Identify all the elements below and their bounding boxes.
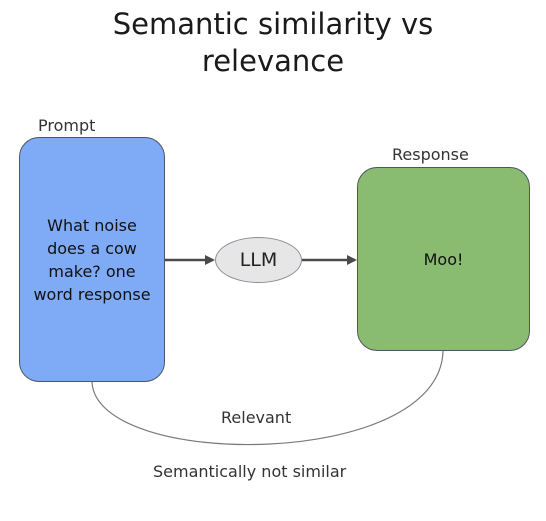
relevance-arc <box>91 350 444 446</box>
response-text: Moo! <box>423 249 464 269</box>
prompt-box: What noise does a cow make? one word res… <box>19 137 165 382</box>
llm-node: LLM <box>215 237 302 283</box>
llm-label: LLM <box>239 249 278 271</box>
prompt-text: What noise does a cow make? one word res… <box>33 215 151 304</box>
prompt-label: Prompt <box>38 116 96 135</box>
response-box: Moo! <box>357 167 530 351</box>
relevant-label: Relevant <box>221 408 292 427</box>
diagram-title: Semantic similarity vs relevance <box>0 6 546 80</box>
title-line-2: relevance <box>201 44 345 78</box>
semantic-caption: Semantically not similar <box>153 462 347 481</box>
title-line-1: Semantic similarity vs <box>112 7 434 41</box>
response-label: Response <box>392 145 469 164</box>
